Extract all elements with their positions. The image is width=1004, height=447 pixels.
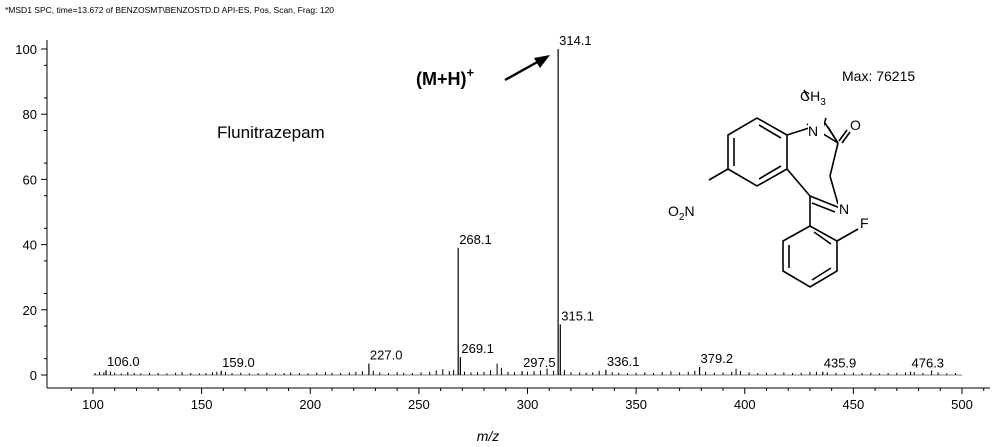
y-tick-label: 0 bbox=[30, 368, 37, 383]
x-tick-label: 150 bbox=[191, 397, 213, 412]
carbonyl-oxygen: O bbox=[850, 117, 861, 133]
y-tick-label: 60 bbox=[23, 172, 37, 187]
methyl-group: CH3 bbox=[800, 88, 826, 108]
peak-label: 476.3 bbox=[912, 356, 945, 371]
molecule-atom-labels: N CH3 O N F O2N bbox=[668, 88, 869, 231]
peak-label: 269.1 bbox=[461, 341, 494, 356]
peak-label: 379.2 bbox=[701, 351, 734, 366]
peak-label: 314.1 bbox=[559, 33, 592, 48]
ion-annotation-main: (M+H) bbox=[416, 69, 467, 89]
compound-name: Flunitrazepam bbox=[217, 123, 325, 142]
ion-annotation: (M+H)+ bbox=[416, 65, 475, 89]
ion-annotation-charge: + bbox=[467, 65, 475, 80]
x-tick-label: 350 bbox=[625, 397, 647, 412]
peak-label: 315.1 bbox=[561, 308, 594, 323]
spectrum-header: *MSD1 SPC, time=13.672 of BENZOSMT\BENZO… bbox=[5, 5, 334, 15]
y-tick-label: 100 bbox=[15, 42, 37, 57]
x-tick-label: 200 bbox=[299, 397, 321, 412]
atom-n1: N bbox=[808, 123, 818, 139]
y-tick-label: 40 bbox=[23, 238, 37, 253]
molecule-structure bbox=[708, 89, 859, 288]
x-axis-ticks: 100 150 200 250 300 350 400 450 500 bbox=[70, 388, 985, 412]
peak-labels: 106.0 159.0 227.0 268.1 269.1 297.5 314.1 315.1… bbox=[107, 33, 944, 371]
x-tick-label: 500 bbox=[951, 397, 973, 412]
x-tick-label: 100 bbox=[82, 397, 104, 412]
max-intensity-label: Max: 76215 bbox=[842, 68, 915, 84]
arrow-icon bbox=[504, 55, 550, 82]
y-tick-label: 20 bbox=[23, 303, 37, 318]
peak-label: 159.0 bbox=[222, 355, 255, 370]
fluoro-atom: F bbox=[860, 215, 869, 231]
x-tick-label: 250 bbox=[408, 397, 430, 412]
spectrum-peaks bbox=[93, 49, 962, 376]
peak-label: 227.0 bbox=[370, 348, 403, 363]
x-axis-label: m/z bbox=[477, 428, 500, 444]
x-tick-label: 450 bbox=[843, 397, 865, 412]
imine-nitrogen: N bbox=[839, 201, 849, 217]
peak-label: 297.5 bbox=[523, 355, 556, 370]
peak-label: 268.1 bbox=[459, 232, 492, 247]
y-tick-label: 80 bbox=[23, 107, 37, 122]
nitro-group: O2N bbox=[668, 203, 695, 223]
peak-label: 106.0 bbox=[107, 354, 140, 369]
peak-label: 336.1 bbox=[607, 354, 640, 369]
x-tick-label: 300 bbox=[517, 397, 539, 412]
peak-label: 435.9 bbox=[824, 356, 857, 371]
y-axis-ticks: 0 20 40 60 80 100 bbox=[15, 42, 47, 383]
x-tick-label: 400 bbox=[734, 397, 756, 412]
